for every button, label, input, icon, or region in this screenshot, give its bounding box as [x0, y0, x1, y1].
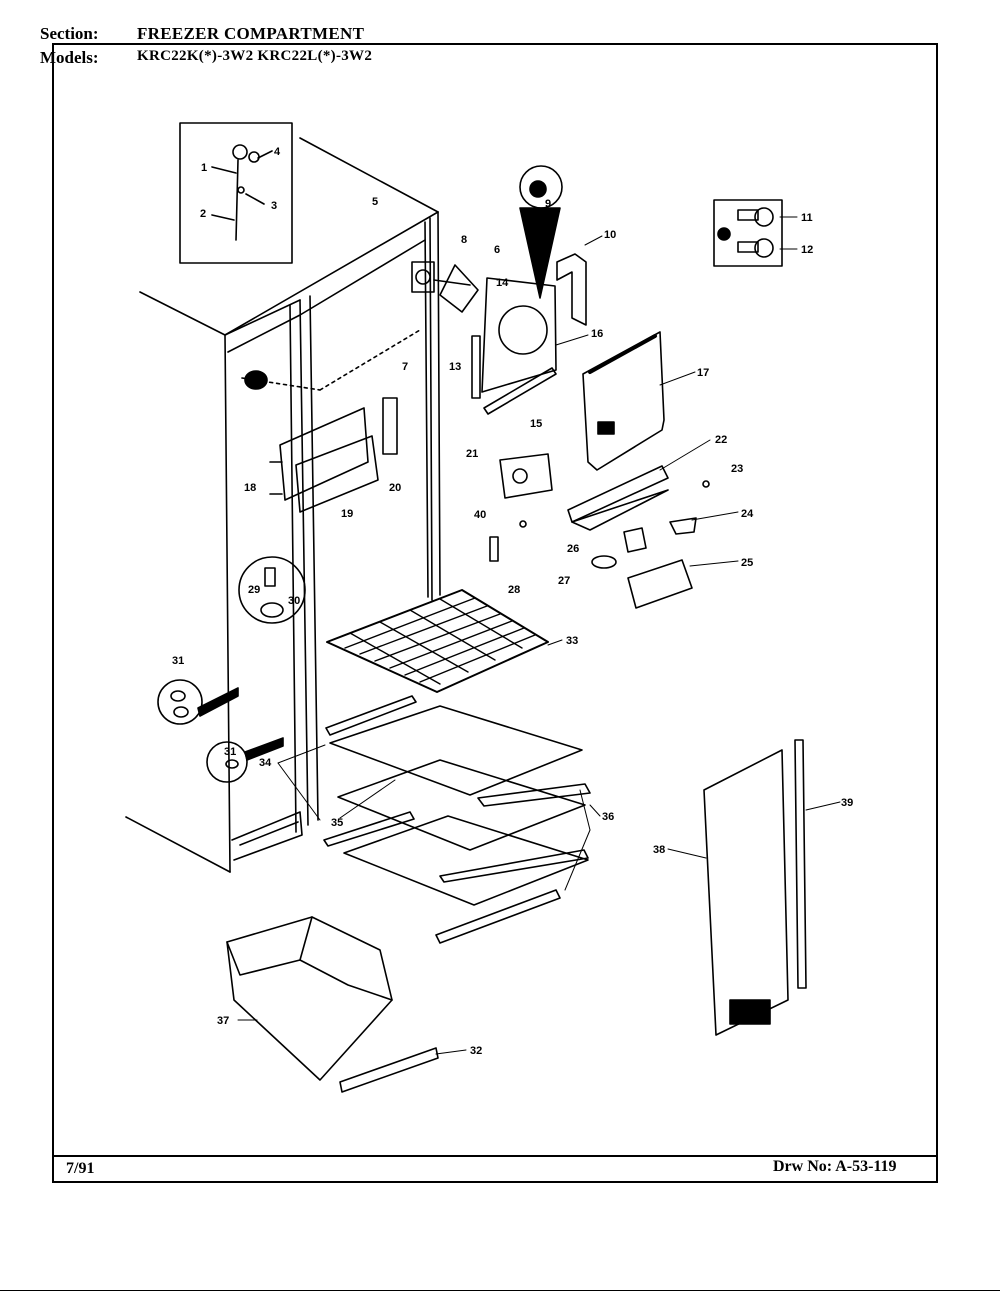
- footer-divider: [52, 1155, 938, 1157]
- detail-circle-29-30: [238, 556, 306, 624]
- callout-8: 8: [461, 234, 467, 246]
- callout-20: 20: [389, 482, 401, 494]
- callout-17: 17: [697, 367, 709, 379]
- callout-4: 4: [274, 146, 281, 158]
- glass-shelves-parts-34-36: [323, 695, 591, 944]
- callout-27: 27: [558, 575, 570, 587]
- callout-5: 5: [372, 196, 378, 208]
- revision-date: 7/91: [66, 1160, 95, 1177]
- control-housing-parts-18-20: [269, 397, 398, 513]
- callout-22: 22: [715, 434, 727, 446]
- callout-35: 35: [331, 817, 343, 829]
- callout-16: 16: [591, 328, 603, 340]
- detail-circle-31-lower: [206, 737, 284, 783]
- callout-21: 21: [466, 448, 478, 460]
- callout-34: 34: [259, 757, 272, 769]
- wire-shelf-part-33: [326, 589, 549, 693]
- callout-28: 28: [508, 584, 520, 596]
- detail-circle-31-upper: [157, 679, 239, 725]
- freezer-bin-part-37: [226, 916, 439, 1093]
- page-bottom-rule: [0, 1290, 1000, 1291]
- callout-12: 12: [801, 244, 813, 256]
- callout-11: 11: [801, 212, 813, 224]
- callout-2: 2: [200, 208, 206, 220]
- callout-23: 23: [731, 463, 743, 475]
- evaporator-cover-part-17: [582, 331, 665, 471]
- callout-leaders: [237, 216, 841, 1055]
- section-title: FREEZER COMPARTMENT: [137, 24, 365, 43]
- callout-1: 1: [201, 162, 207, 174]
- models-label: Models:: [40, 48, 99, 67]
- callout-10: 10: [604, 229, 616, 241]
- callout-18: 18: [244, 482, 256, 494]
- callout-39: 39: [841, 797, 853, 809]
- defrost-control-parts: [489, 453, 710, 609]
- callout-31-lower: 31: [224, 746, 236, 758]
- callout-3: 3: [271, 200, 277, 212]
- callout-7: 7: [402, 361, 408, 373]
- callout-32: 32: [470, 1045, 482, 1057]
- callout-26: 26: [567, 543, 579, 555]
- callout-29: 29: [248, 584, 260, 596]
- callout-13: 13: [449, 361, 461, 373]
- callout-36: 36: [602, 811, 614, 823]
- callout-40: 40: [474, 509, 486, 521]
- callout-19: 19: [341, 508, 353, 520]
- freezer-cabinet: [125, 137, 441, 873]
- callout-38: 38: [653, 844, 665, 856]
- callout-33: 33: [566, 635, 578, 647]
- callout-6: 6: [494, 244, 500, 256]
- callout-24: 24: [741, 508, 754, 520]
- callout-14: 14: [496, 277, 509, 289]
- trim-strip-part-39: [794, 739, 807, 989]
- callout-30: 30: [288, 595, 300, 607]
- inset-box-parts-11-12: [713, 199, 783, 267]
- section-label: Section:: [40, 24, 99, 43]
- models-list: KRC22K(*)-3W2 KRC22L(*)-3W2: [137, 48, 373, 64]
- callout-15: 15: [530, 418, 542, 430]
- inset-box-parts-1-4: [179, 122, 293, 264]
- callout-31-upper: 31: [172, 655, 184, 667]
- callout-25: 25: [741, 557, 753, 569]
- fan-motor-assembly: [411, 165, 563, 415]
- bracket-part-10: [556, 253, 587, 326]
- drawing-number: Drw No: A-53-119: [773, 1158, 897, 1175]
- rear-panel-part-38: [703, 749, 789, 1036]
- callout-9: 9: [545, 198, 551, 210]
- diagram-frame: [52, 43, 938, 1183]
- callout-37: 37: [217, 1015, 229, 1027]
